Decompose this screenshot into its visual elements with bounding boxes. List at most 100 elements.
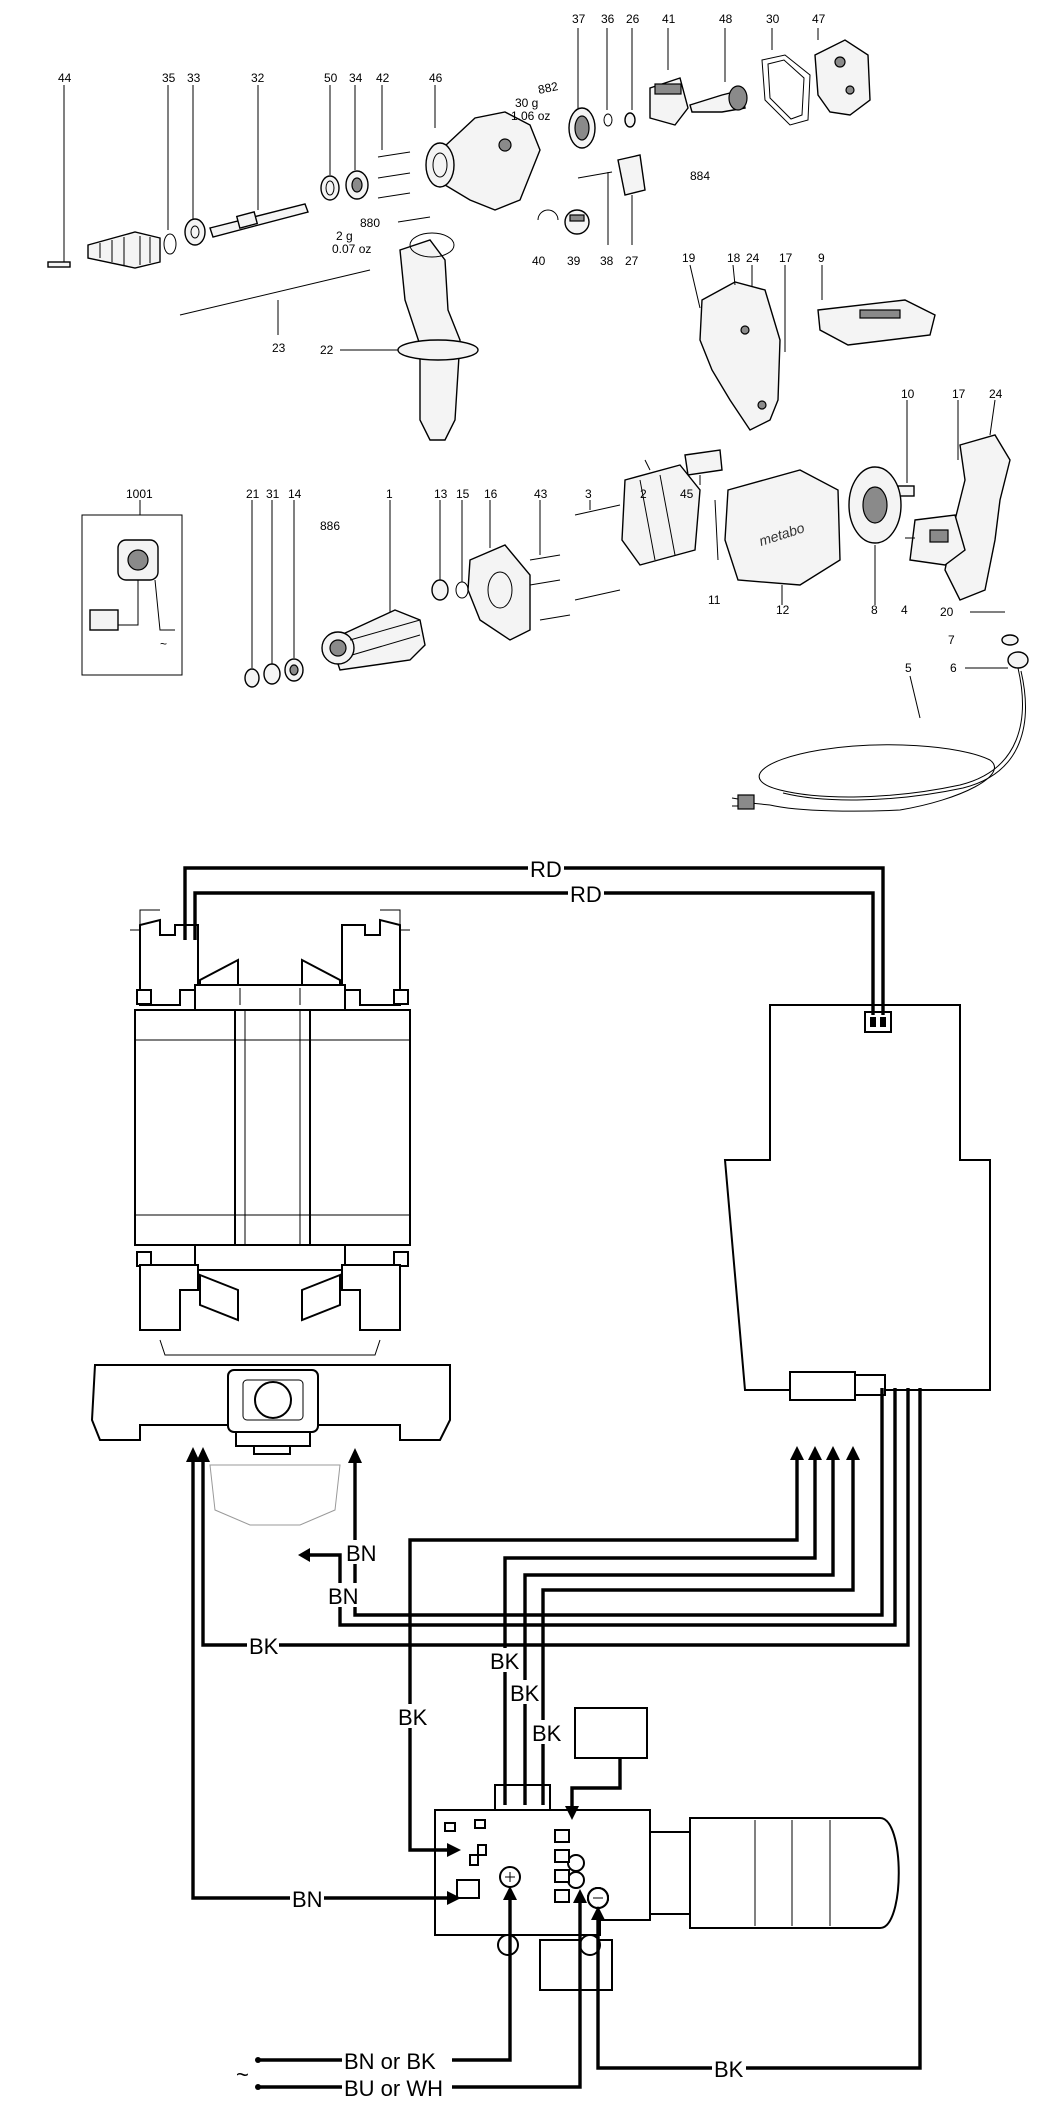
part-23-depth-rod <box>179 269 371 335</box>
wire-label-bk-2: BK <box>490 1649 520 1674</box>
kit-884-label: 884 <box>690 169 710 183</box>
label-35: 35 <box>162 71 176 85</box>
label-4: 4 <box>901 603 908 617</box>
part-37-gear <box>568 28 596 149</box>
wire-label-rd-2: RD <box>570 882 602 907</box>
wire-bk-return <box>596 1388 922 2070</box>
label-50: 50 <box>324 71 338 85</box>
stator-assembly <box>90 909 451 1526</box>
wire-rd-inner <box>193 891 875 1015</box>
label-21: 21 <box>246 487 260 501</box>
part-32-spindle <box>209 85 309 238</box>
label-17-right: 17 <box>952 387 966 401</box>
wire-label-bk-3: BK <box>510 1681 540 1706</box>
part-39-knob <box>564 209 590 235</box>
label-34: 34 <box>349 71 363 85</box>
part-26-bushing <box>624 28 636 128</box>
label-10: 10 <box>901 387 915 401</box>
label-17-top: 17 <box>779 251 793 265</box>
part-34-bearing <box>345 85 369 200</box>
part-27-plate <box>617 154 646 245</box>
part-14-bearing <box>284 500 304 682</box>
label-16: 16 <box>484 487 498 501</box>
weight-30g: 30 g <box>515 96 538 110</box>
part-15-washer <box>455 500 469 599</box>
label-24-right: 24 <box>989 387 1003 401</box>
label-9: 9 <box>818 251 825 265</box>
supply-label-bu-or-wh: BU or WH <box>344 2076 443 2101</box>
label-13: 13 <box>434 487 448 501</box>
part-24-handle <box>944 399 1011 601</box>
label-30: 30 <box>766 12 780 26</box>
kit-882-label: 882 <box>537 79 560 97</box>
part-38-pin <box>577 171 613 245</box>
label-19: 19 <box>682 251 696 265</box>
wire-bn-upper <box>305 1388 897 1627</box>
part-10-clip <box>897 400 915 497</box>
wire-label-bn-2: BN <box>328 1584 359 1609</box>
label-15: 15 <box>456 487 470 501</box>
wire-label-bk-5: BK <box>398 1705 428 1730</box>
label-27: 27 <box>625 254 639 268</box>
switch-assembly <box>434 1707 900 1991</box>
label-1: 1 <box>386 487 393 501</box>
label-36: 36 <box>601 12 615 26</box>
label-2: 2 <box>640 487 647 501</box>
part-50-ring <box>320 85 340 201</box>
label-8: 8 <box>871 603 878 617</box>
electronics-module <box>723 1004 991 1401</box>
supply-label-bn-or-bk: BN or BK <box>344 2049 436 2074</box>
part-48-intermediate-shaft <box>689 28 748 113</box>
label-7: 7 <box>948 633 955 647</box>
label-38: 38 <box>600 254 614 268</box>
weight-1-06oz: 1.06 oz <box>511 109 550 123</box>
wire-label-bk-6: BK <box>714 2057 744 2082</box>
part-1001-inset: ~ <box>81 500 183 676</box>
label-43: 43 <box>534 487 548 501</box>
wire-bk-switch-1 <box>503 1452 817 1805</box>
kit-880-label: 880 <box>360 216 380 230</box>
part-44-pin <box>47 85 71 268</box>
part-43-pins <box>529 500 571 621</box>
wire-bk-long <box>408 1452 799 1852</box>
part-45-insulation <box>684 449 723 485</box>
part-2-stator <box>621 459 701 566</box>
part-42-pins <box>377 85 431 223</box>
label-31: 31 <box>266 487 280 501</box>
label-41: 41 <box>662 12 676 26</box>
label-22: 22 <box>320 343 334 357</box>
wire-label-bk-4: BK <box>532 1721 562 1746</box>
part-21-bearing <box>244 500 260 688</box>
part-9-cover <box>817 265 936 346</box>
part-chuck <box>87 231 161 269</box>
ac-symbol-inset: ~ <box>160 637 167 651</box>
part-30-gasket <box>761 28 811 126</box>
label-46: 46 <box>429 71 443 85</box>
part-33-washer <box>184 85 206 246</box>
label-14: 14 <box>288 487 302 501</box>
kit-886-label: 886 <box>320 519 340 533</box>
wire-bk-switch-3 <box>541 1452 855 1805</box>
label-45: 45 <box>680 487 694 501</box>
part-47-gear-cover <box>814 28 871 116</box>
part-5-power-cable <box>731 651 1029 812</box>
label-11: 11 <box>708 593 721 607</box>
part-36-washer <box>603 28 613 127</box>
label-24-top: 24 <box>746 251 760 265</box>
part-22-side-handle <box>340 232 479 441</box>
label-40: 40 <box>532 254 546 268</box>
wire-label-bn-3: BN <box>292 1887 323 1912</box>
label-44: 44 <box>58 71 72 85</box>
part-13-bearing <box>431 500 449 601</box>
part-46-gear-housing <box>425 85 541 211</box>
part-4-switch <box>905 514 966 566</box>
label-48: 48 <box>719 12 733 26</box>
label-1001: 1001 <box>126 487 153 501</box>
part-7-strain-relief <box>1001 634 1019 646</box>
part-8-brush-plate <box>848 466 902 605</box>
part-24-housing-half <box>689 264 786 431</box>
wire-bn-stator-to-switch <box>191 1452 455 1900</box>
label-12: 12 <box>776 603 790 617</box>
part-11-pin <box>714 499 719 561</box>
